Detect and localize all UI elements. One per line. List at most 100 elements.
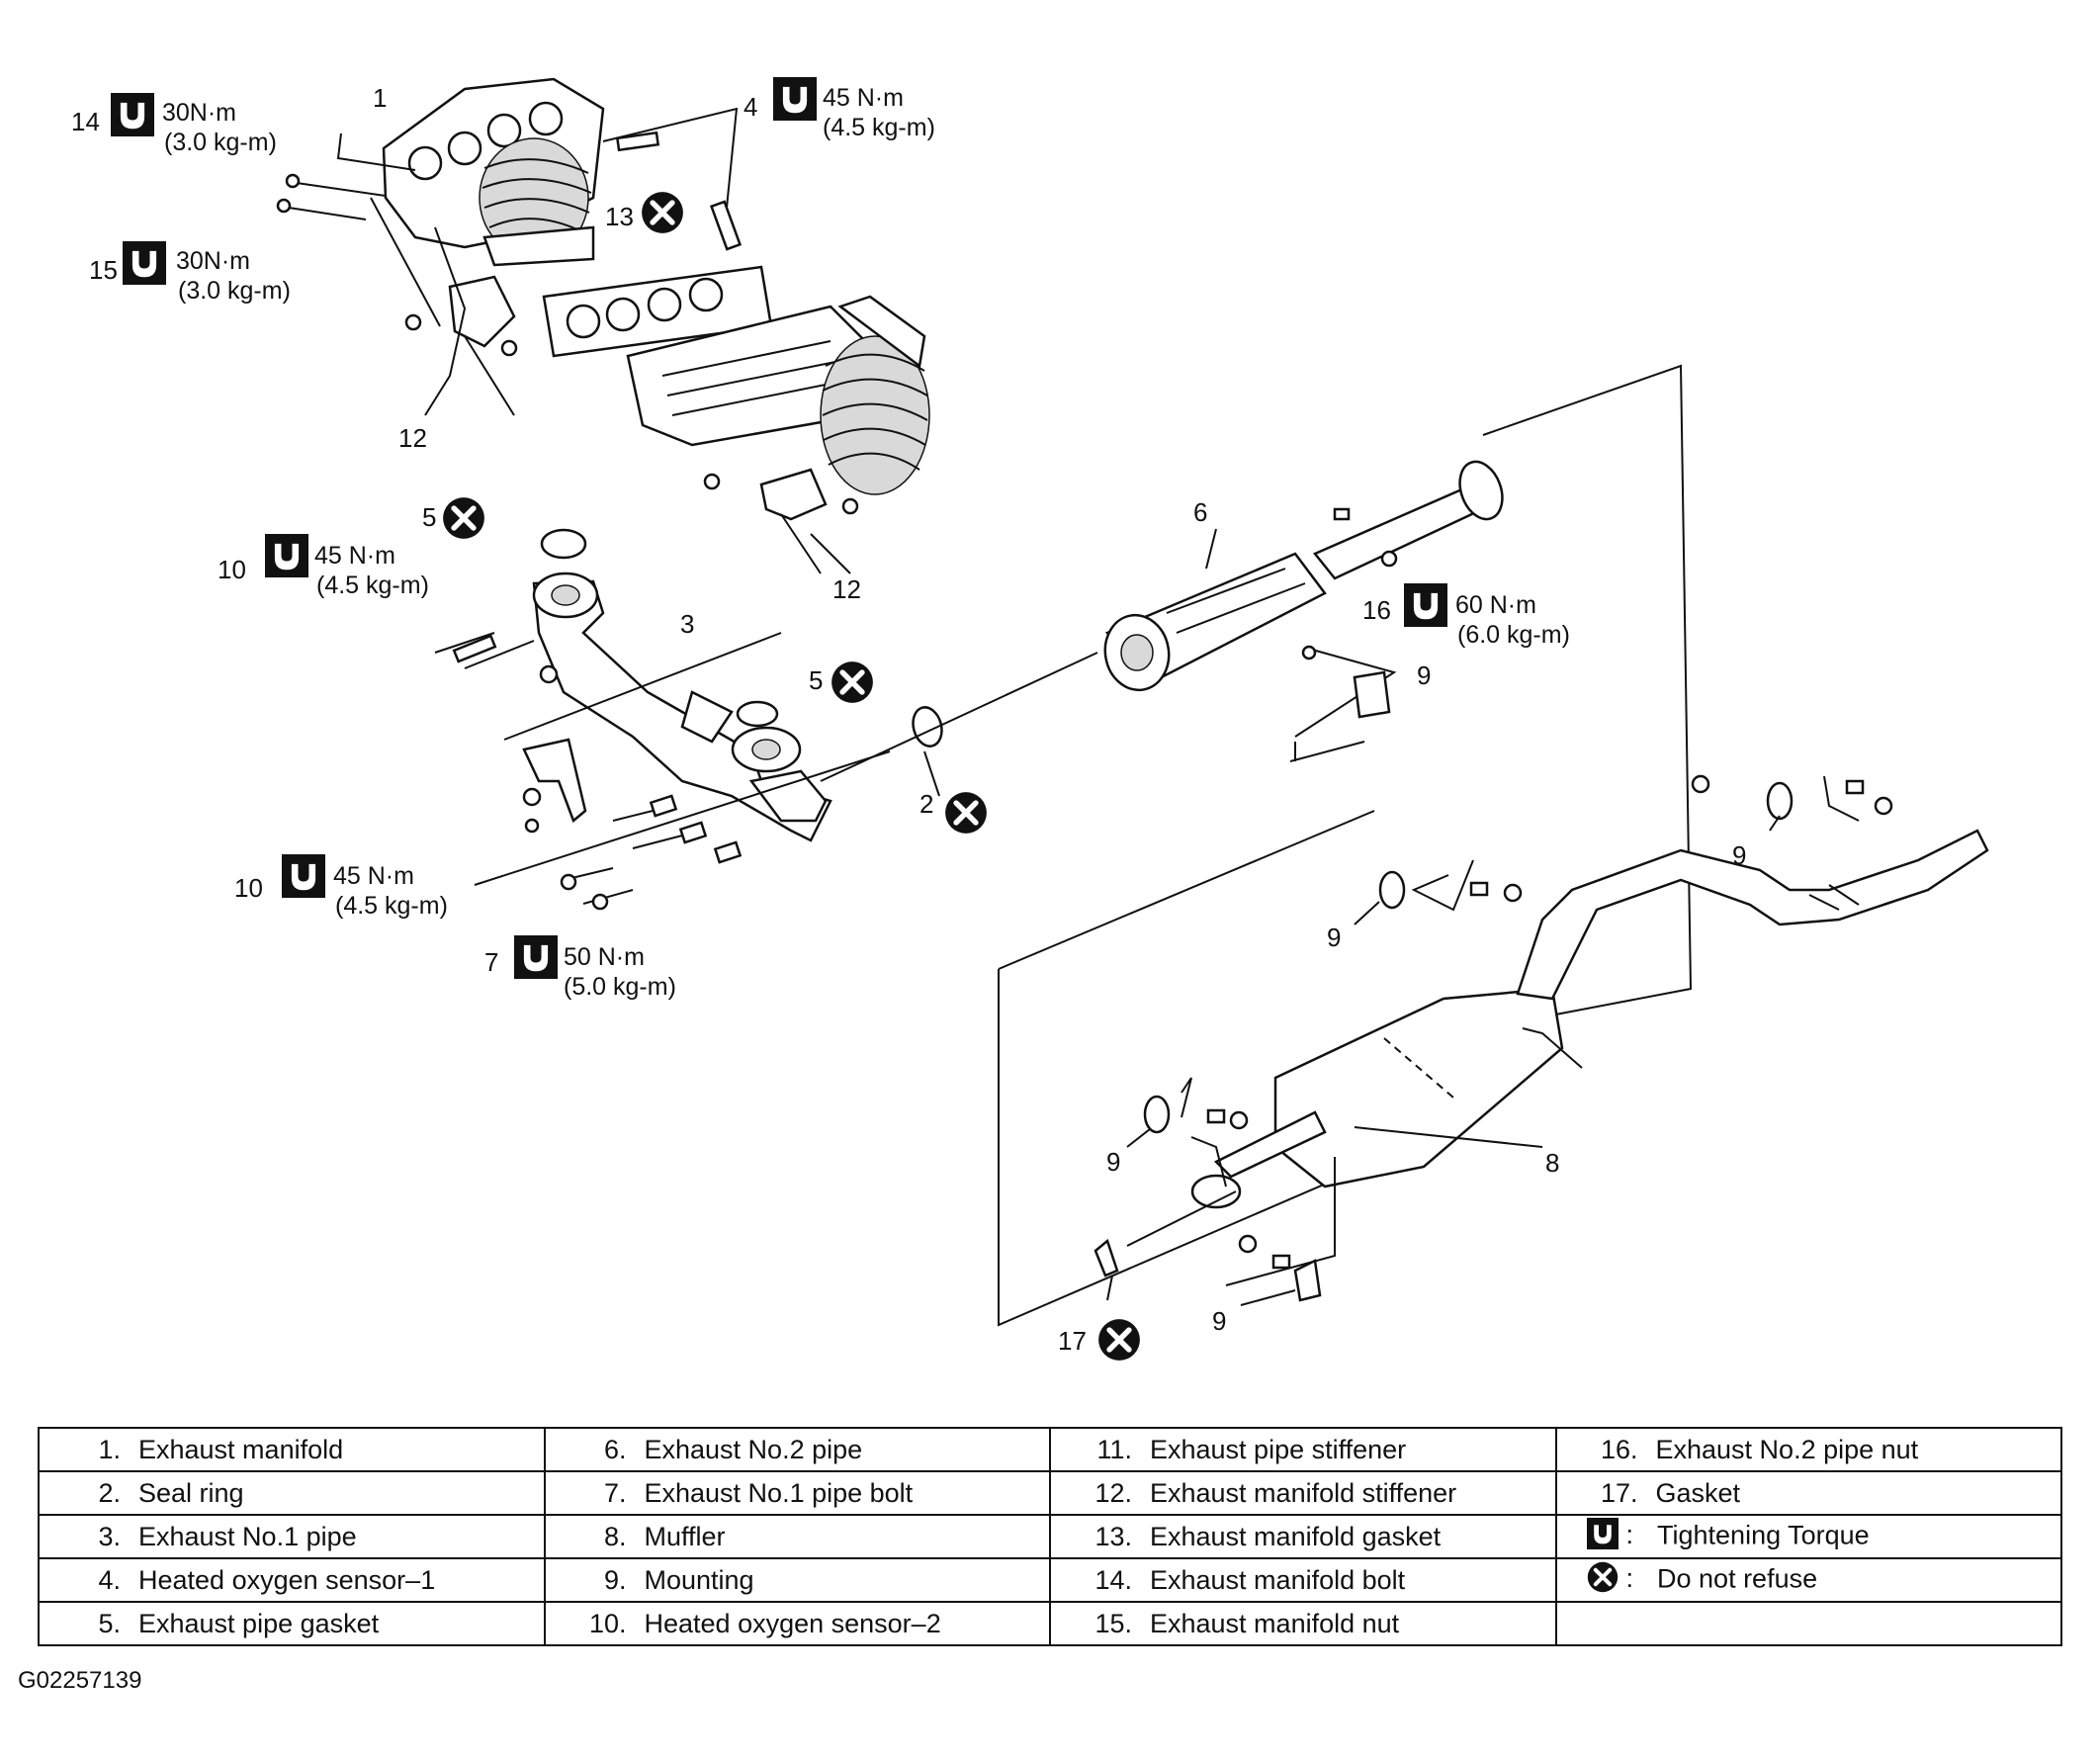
legend-cell: 2.Seal ring — [38, 1470, 546, 1516]
legend-cell: 6.Exhaust No.2 pipe — [543, 1427, 1051, 1472]
part-label-17: 17 — [1058, 1326, 1087, 1356]
torque-callout-10b: 45 N·m (4.5 kg-m) — [282, 854, 448, 920]
legend-row: 2.Seal ring 7. Exhaust No.1 pipe bolt 12.Ex… — [38, 1470, 2062, 1516]
exhaust-pipe-gasket — [540, 528, 779, 728]
legend-text: Tightening Torque — [1657, 1520, 1870, 1550]
do-not-reuse-icon — [945, 792, 987, 834]
legend-row: 3. Exhaust No.1 pipe 8. Muffler 13. Exhaust m… — [38, 1514, 2062, 1559]
part-label-4: 4 — [744, 92, 757, 122]
legend-text: Mounting — [644, 1564, 754, 1595]
legend-number: 4. — [98, 1564, 121, 1595]
part-label-10b: 10 — [234, 873, 263, 903]
part-label-9e: 9 — [1212, 1306, 1226, 1336]
legend-text: Do not refuse — [1657, 1563, 1818, 1594]
mounting — [1301, 645, 1391, 719]
torque-callout-16: 60 N·m (6.0 kg-m) — [1404, 583, 1570, 649]
mounting-rubbers — [1143, 781, 1794, 1302]
legend-text: Muffler — [644, 1521, 726, 1551]
legend-text: Exhaust manifold — [138, 1434, 344, 1464]
part-label-7: 7 — [484, 947, 498, 977]
rear-exhaust-manifold — [626, 295, 930, 495]
torque-kgm: (4.5 kg-m) — [316, 572, 429, 599]
exhaust-no2-pipe — [1103, 460, 1504, 692]
gasket — [1094, 1238, 1119, 1277]
legend-number: 7. — [603, 1477, 627, 1508]
torque-callout-10a: 45 N·m (4.5 kg-m) — [265, 534, 429, 599]
torque-kgm: (5.0 kg-m) — [564, 973, 676, 1001]
legend-text: Exhaust No.1 pipe bolt — [644, 1477, 914, 1508]
do-not-reuse-icon — [831, 661, 873, 703]
legend-number: : — [1625, 1563, 1634, 1594]
legend-cell: 9.Mounting — [543, 1557, 1051, 1603]
legend-cell: 11. Exhaust pipe stiffener — [1049, 1427, 1557, 1472]
heated-oxygen-sensor-2 — [434, 632, 559, 684]
part-label-15: 15 — [89, 255, 118, 285]
torque-nm: 45 N·m — [823, 84, 904, 112]
legend-text: Exhaust No.1 pipe — [138, 1521, 357, 1551]
do-not-reuse-icon — [642, 192, 683, 233]
legend-text: Exhaust manifold gasket — [1150, 1521, 1442, 1551]
legend-number: 16. — [1600, 1434, 1638, 1464]
legend-cell: 14. Exhaust manifold bolt — [1049, 1557, 1557, 1603]
legend-cell: 5.Exhaust pipe gasket — [38, 1601, 546, 1646]
legend-text: Heated oxygen sensor–1 — [138, 1564, 436, 1595]
part-label-10a: 10 — [218, 555, 246, 584]
legend-number: 8. — [603, 1521, 627, 1551]
legend-number: : — [1625, 1520, 1634, 1550]
torque-wrench-icon — [1404, 583, 1447, 627]
torque-nm: 60 N·m — [1455, 591, 1536, 619]
legend-text: Exhaust manifold nut — [1150, 1608, 1400, 1638]
torque-nm: 45 N·m — [333, 862, 414, 890]
part-label-2: 2 — [919, 789, 933, 819]
legend-cell: : Do not refuse — [1554, 1557, 2062, 1603]
do-not-reuse-icon — [443, 497, 484, 539]
legend-number: 11. — [1096, 1434, 1132, 1464]
legend-number: 6. — [603, 1434, 627, 1464]
legend-cell: 13. Exhaust manifold gasket — [1049, 1514, 1557, 1559]
legend-number: 13. — [1094, 1521, 1132, 1551]
legend-text: Seal ring — [138, 1477, 244, 1508]
torque-wrench-icon — [111, 93, 154, 136]
exhaust-pipe-stiffener — [522, 738, 587, 834]
seal-ring — [912, 706, 943, 748]
legend-cell: 10.Heated oxygen sensor–2 — [543, 1601, 1051, 1646]
torque-nm: 30N·m — [162, 99, 236, 127]
legend-number: 15. — [1094, 1608, 1132, 1638]
legend-text: Exhaust pipe stiffener — [1150, 1434, 1407, 1464]
legend-cell: 12.Exhaust manifold stiffener — [1049, 1470, 1557, 1516]
legend-text: Exhaust manifold bolt — [1150, 1564, 1406, 1595]
part-label-5a: 5 — [422, 502, 436, 532]
part-label-5b: 5 — [809, 665, 823, 695]
muffler — [1190, 829, 1989, 1209]
legend-cell: 15. Exhaust manifold nut — [1049, 1601, 1557, 1646]
legend-cell: 8. Muffler — [543, 1514, 1051, 1559]
exhaust-no1-pipe — [532, 572, 832, 842]
do-not-reuse-icon — [1587, 1561, 1619, 1600]
legend-text: Gasket — [1655, 1477, 1741, 1508]
torque-callout-15: 30N·m (3.0 kg-m) — [123, 241, 291, 305]
legend-text: Exhaust manifold stiffener — [1150, 1477, 1457, 1508]
legend-cell: 17.Gasket — [1554, 1470, 2062, 1516]
part-label-12b: 12 — [832, 574, 861, 604]
torque-wrench-icon — [514, 935, 558, 979]
torque-wrench-icon — [282, 854, 325, 898]
part-label-9d: 9 — [1106, 1147, 1120, 1177]
part-label-16: 16 — [1362, 595, 1391, 625]
legend-number: 3. — [98, 1521, 121, 1551]
torque-nm: 30N·m — [176, 247, 250, 275]
manifold-bolts — [276, 173, 859, 515]
legend-number: 14. — [1094, 1564, 1132, 1595]
torque-wrench-icon — [265, 534, 308, 577]
exhaust-manifold — [382, 77, 605, 267]
exhaust-system-diagram: 1 2 3 4 5 5 6 7 8 9 9 9 9 9 10 10 12 12 … — [71, 77, 1989, 1404]
part-label-1: 1 — [373, 83, 387, 113]
torque-wrench-icon — [1586, 1517, 1619, 1556]
legend-number: 1. — [98, 1434, 121, 1464]
part-label-6: 6 — [1193, 497, 1207, 527]
legend-row: 4. Heated oxygen sensor–1 9.Mounting 14. Exh… — [38, 1557, 2062, 1603]
part-label-8: 8 — [1545, 1148, 1559, 1178]
